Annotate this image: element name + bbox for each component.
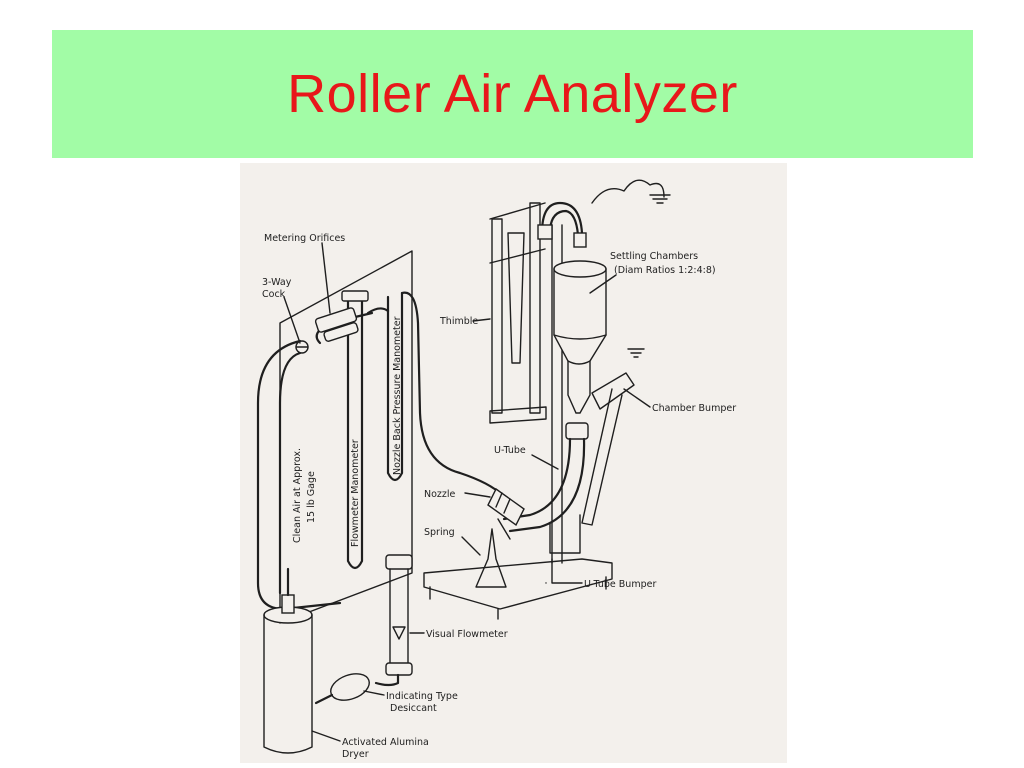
back-pressure-manometer-tube xyxy=(366,291,404,482)
title-band: Roller Air Analyzer xyxy=(52,30,973,158)
label-three-way-2: Cock xyxy=(262,289,286,300)
indicating-desiccant xyxy=(314,673,370,705)
three-way-cock xyxy=(295,340,309,354)
label-desiccant-2: Desiccant xyxy=(390,703,437,714)
label-settling-1: Settling Chambers xyxy=(610,251,698,262)
apparatus-diagram: Metering Orifices 3-Way Cock Clean Air a… xyxy=(240,163,787,763)
chamber-bumper-arm xyxy=(581,372,635,526)
label-desiccant-1: Indicating Type xyxy=(386,691,458,702)
label-visual-flowmeter: Visual Flowmeter xyxy=(426,629,508,640)
label-nozzle-back-pressure: Nozzle Back Pressure Manometer xyxy=(392,316,403,475)
label-alumina-1: Activated Alumina xyxy=(342,737,429,748)
leader-lines xyxy=(283,242,651,742)
u-tube xyxy=(502,422,589,533)
label-chamber-bumper: Chamber Bumper xyxy=(652,403,736,414)
top-tubes xyxy=(537,179,665,248)
label-alumina-2: Dryer xyxy=(342,749,369,760)
label-three-way-1: 3-Way xyxy=(262,277,292,288)
flowmeter-manometer-tube xyxy=(341,290,369,570)
label-u-tube: U-Tube xyxy=(494,445,526,456)
visual-flowmeter xyxy=(374,554,413,687)
nozzle xyxy=(487,487,525,527)
label-clean-air-1: Clean Air at Approx. xyxy=(292,448,303,543)
label-flowmeter-manometer: Flowmeter Manometer xyxy=(350,439,361,547)
label-thimble: Thimble xyxy=(439,316,478,327)
label-nozzle: Nozzle xyxy=(424,489,456,500)
label-clean-air-2: 15 lb Gage xyxy=(306,471,317,523)
label-settling-2: (Diam Ratios 1:2:4:8) xyxy=(614,265,716,276)
label-spring: Spring xyxy=(424,527,455,538)
spring-assembly xyxy=(475,518,511,588)
settling-chambers xyxy=(553,260,607,414)
thimble-frame xyxy=(489,202,547,424)
metering-orifices xyxy=(314,307,359,342)
label-u-tube-bumper: U-Tube Bumper xyxy=(584,579,656,590)
base-plate xyxy=(423,514,613,620)
nozzle-feed-tube xyxy=(400,291,504,497)
slide-title: Roller Air Analyzer xyxy=(287,64,738,124)
activated-alumina-dryer xyxy=(263,567,313,754)
ground-symbols xyxy=(627,194,671,358)
label-metering-orifices: Metering Orifices xyxy=(264,233,345,244)
